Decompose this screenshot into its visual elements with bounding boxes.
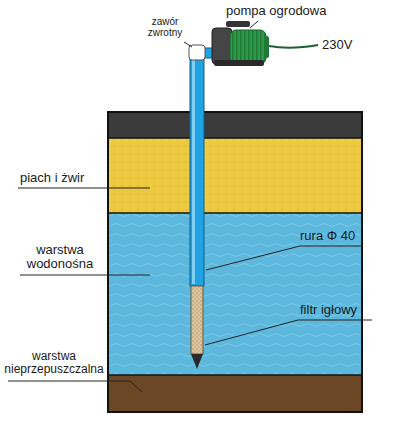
part-label: piach i żwir xyxy=(20,171,84,185)
part-label: pompa ogrodowa xyxy=(226,4,326,18)
pump-motor xyxy=(230,30,266,64)
layer-border xyxy=(108,374,362,376)
pipe xyxy=(190,58,204,286)
impermeable-layer xyxy=(108,375,362,412)
pump-handle xyxy=(226,21,250,27)
sand-gravel-layer xyxy=(108,138,362,213)
needle-filter xyxy=(191,286,203,354)
leader-line xyxy=(250,21,258,28)
leader-line xyxy=(20,275,150,276)
pump-head xyxy=(212,28,232,64)
leader-line xyxy=(205,320,372,345)
part-label: warstwa wodonośna xyxy=(16,243,104,272)
layer-border xyxy=(108,137,362,139)
ground-outline xyxy=(108,112,362,412)
part-label: warstwa nieprzepuszczalna xyxy=(2,350,106,376)
filter-tip xyxy=(191,354,203,369)
leader-line xyxy=(8,381,142,392)
layer-border xyxy=(108,212,362,214)
aquifer-layer xyxy=(108,213,362,375)
part-label: rura Φ 40 xyxy=(300,229,355,243)
topsoil-layer xyxy=(108,112,362,138)
leader-line xyxy=(184,42,192,47)
part-label: zawór zwrotny xyxy=(140,16,190,38)
pipe-highlight xyxy=(192,60,195,284)
part-label: filtr igłowy xyxy=(300,303,357,317)
part-label: 230V xyxy=(322,38,352,52)
leader-line xyxy=(18,188,150,189)
check-valve xyxy=(189,45,205,60)
pump-base xyxy=(214,60,264,66)
power-cable xyxy=(269,45,318,48)
motor-cap xyxy=(264,36,269,58)
leader-line xyxy=(206,246,362,270)
